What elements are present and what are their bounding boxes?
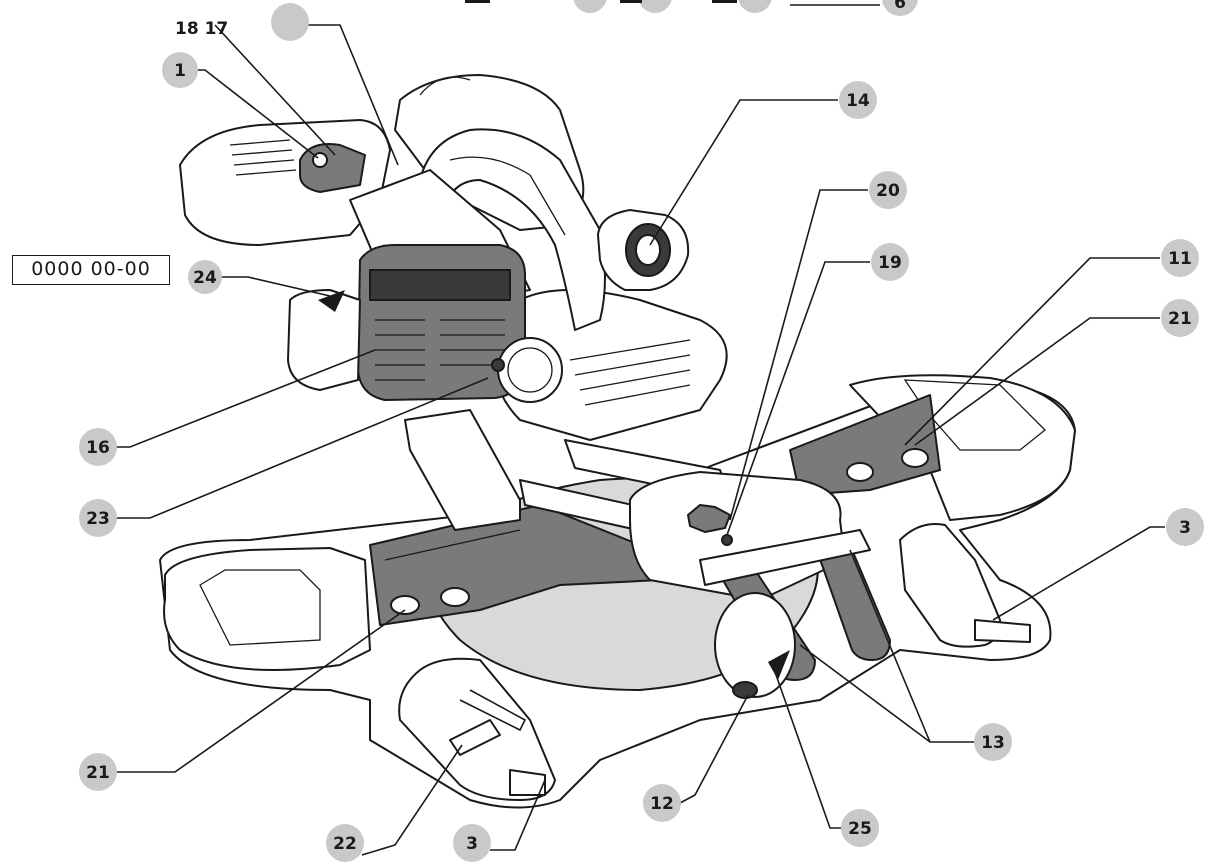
svg-text:18 17: 18 17: [175, 19, 228, 39]
callout-blank-top: [271, 3, 309, 41]
callout-1: 1: [162, 52, 198, 88]
svg-text:13: 13: [981, 733, 1005, 753]
rail-carriage: [629, 471, 846, 601]
svg-text:23: 23: [86, 509, 110, 529]
svg-text:25: 25: [848, 819, 872, 839]
svg-text:1: 1: [174, 61, 186, 81]
svg-text:3: 3: [1179, 518, 1191, 538]
callout-3-bottom: 3: [453, 824, 491, 862]
svg-text:21: 21: [86, 763, 110, 783]
svg-text:12: 12: [650, 794, 674, 814]
saw-illustration: [159, 74, 1076, 809]
left-table-wing: [163, 547, 371, 671]
callout-16: 16: [79, 428, 117, 466]
callout-21-right: 21: [1161, 299, 1199, 337]
svg-text:19: 19: [878, 253, 902, 273]
callout-6: 6: [882, 0, 918, 16]
callout-13: 13: [974, 723, 1012, 761]
callout-25: 25: [841, 809, 879, 847]
callout-19: 19: [871, 243, 909, 281]
callout-11: 11: [1161, 239, 1199, 277]
callout-21-left: 21: [79, 753, 117, 791]
svg-text:11: 11: [1168, 249, 1192, 269]
leader-lines: [115, 4, 1165, 856]
callout-3-right: 3: [1166, 508, 1204, 546]
svg-text:24: 24: [193, 268, 217, 288]
callout-20: 20: [869, 171, 907, 209]
serial-date-code-box: 0000 00-00: [12, 255, 170, 285]
callout-top-cropped: [465, 0, 772, 13]
svg-text:3: 3: [466, 834, 478, 854]
svg-text:16: 16: [86, 438, 110, 458]
callout-14: 14: [839, 81, 877, 119]
callouts: 6 18 17 1 14 20 19 11 21: [79, 0, 1204, 862]
svg-text:14: 14: [846, 91, 870, 111]
svg-text:22: 22: [333, 834, 357, 854]
rear-column: [404, 409, 521, 531]
callout-23: 23: [79, 499, 117, 537]
callout-18-17: 18 17: [175, 19, 228, 39]
front-hub: [714, 592, 796, 698]
svg-text:20: 20: [876, 181, 900, 201]
rail-lock-knob: [687, 504, 731, 533]
side-cover: [287, 289, 361, 391]
carry-handle: [419, 128, 606, 331]
callout-24: 24: [188, 260, 222, 294]
callout-22: 22: [326, 824, 364, 862]
svg-text:21: 21: [1168, 309, 1192, 329]
svg-text:6: 6: [894, 0, 906, 13]
callout-12: 12: [643, 784, 681, 822]
